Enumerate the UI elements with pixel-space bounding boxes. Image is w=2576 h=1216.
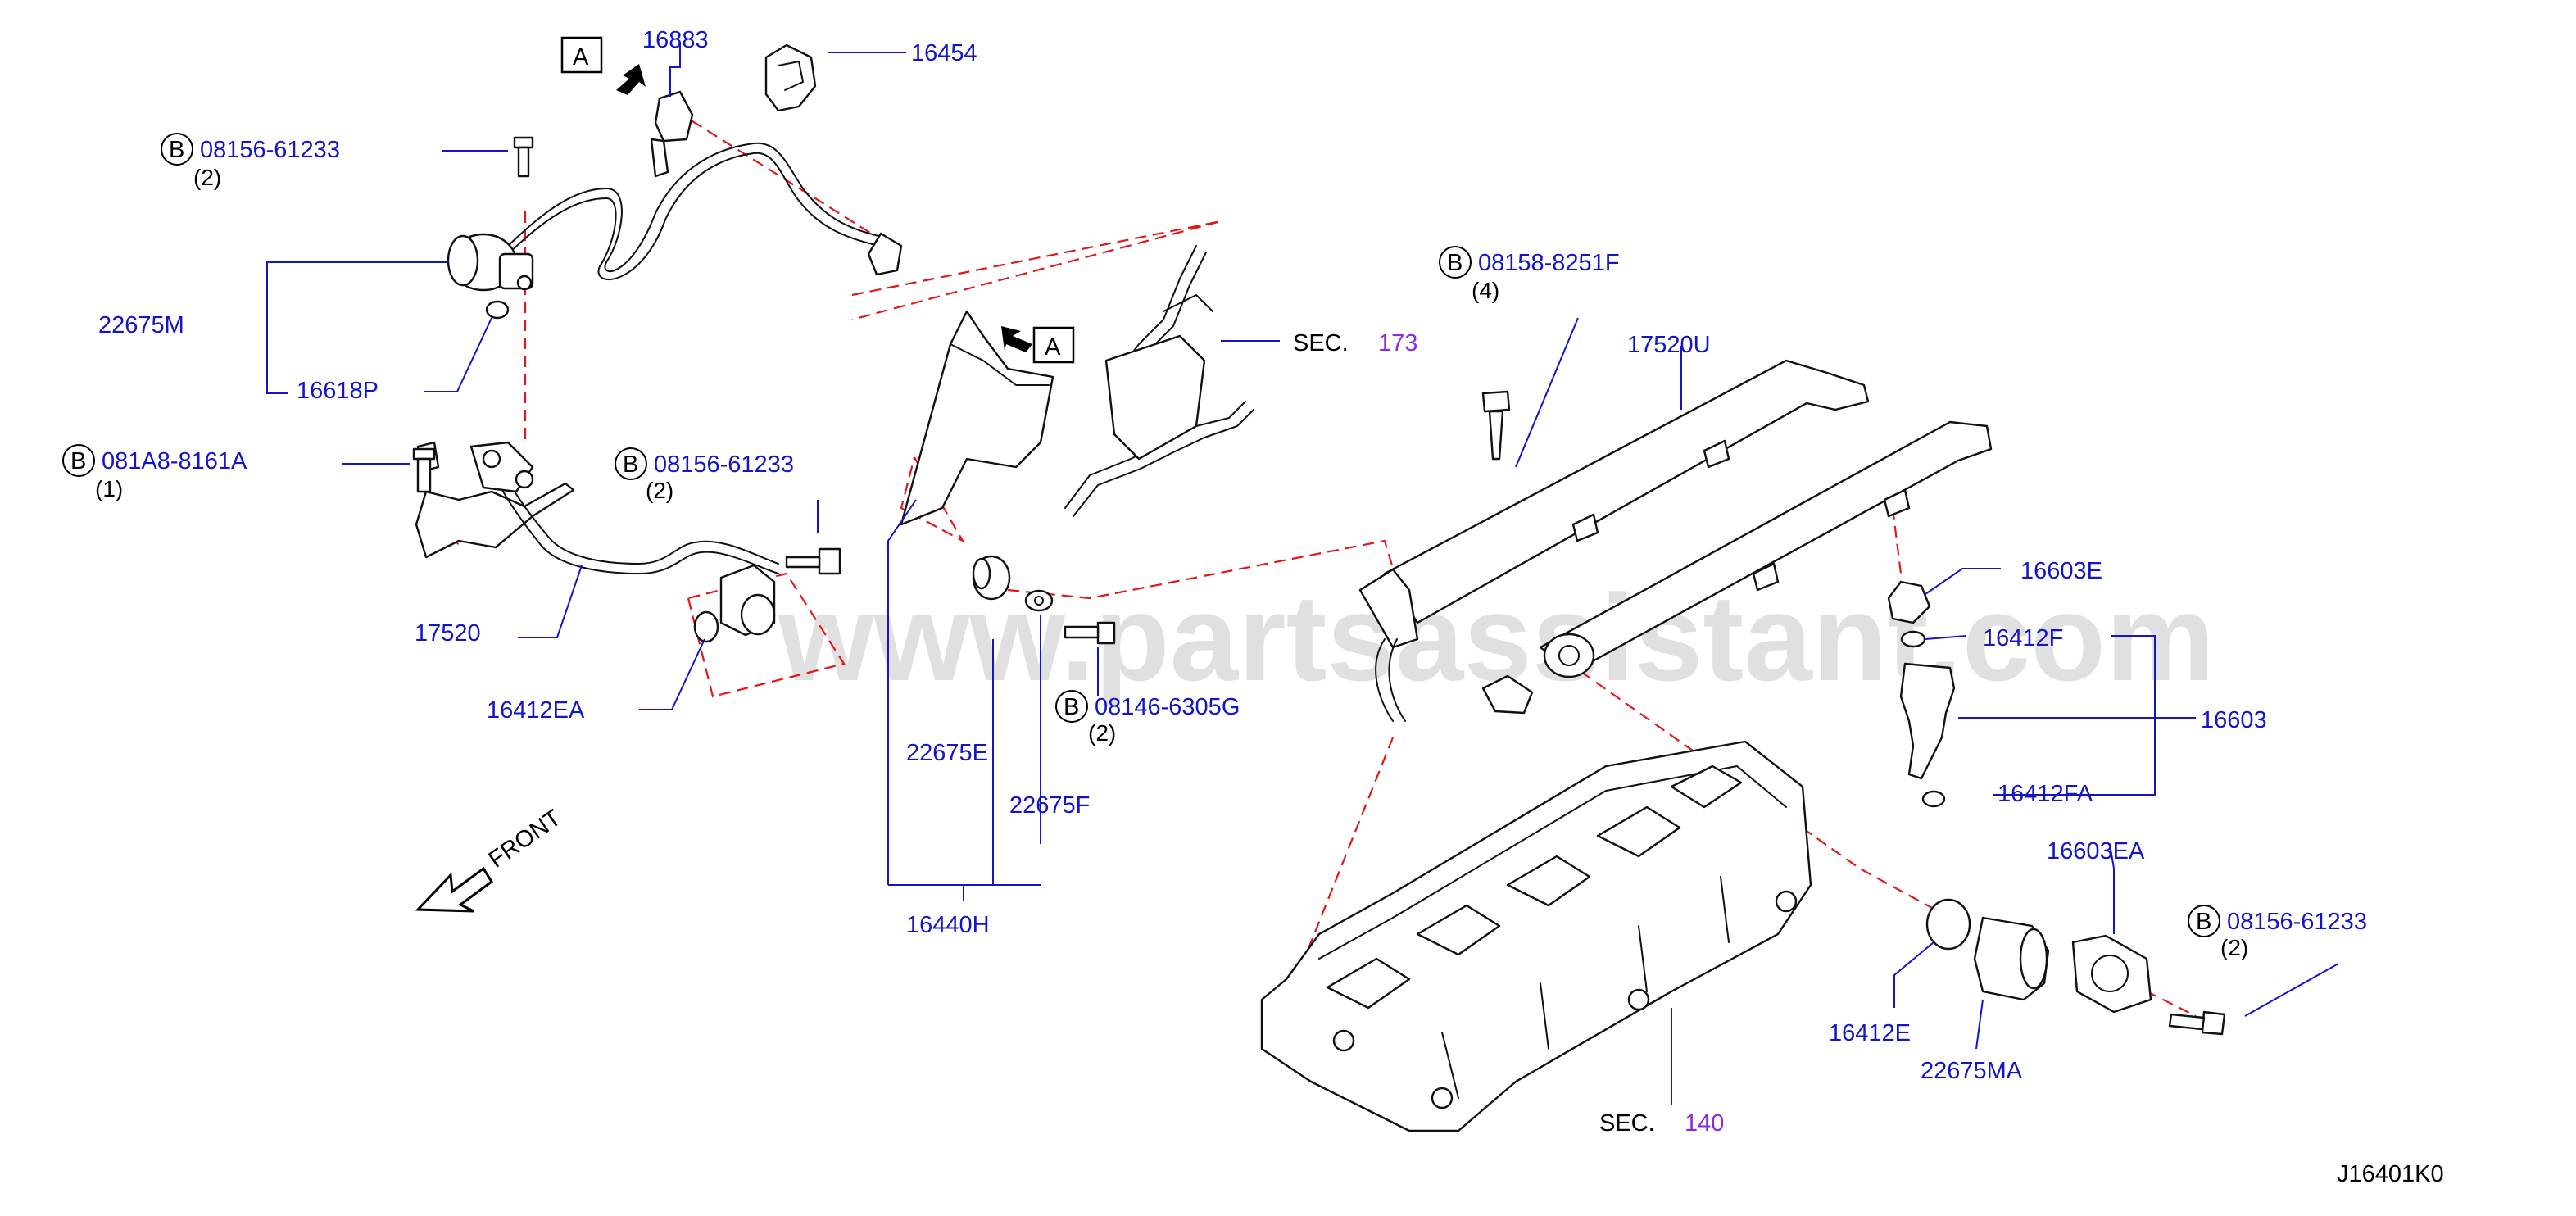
diagram-code: J16401K0 [2337,1161,2444,1187]
callout-16412E: 16412E [1829,1020,1911,1046]
callout-16603: 16603 [2201,707,2267,733]
view-a-marker-lower: A [1001,326,1075,364]
svg-text:(4): (4) [1472,278,1499,303]
callout-17520U: 17520U [1627,332,1711,358]
callout-16412EA: 16412EA [487,697,585,724]
callout-16883: 16883 [642,27,709,53]
svg-text:08158-8251F: 08158-8251F [1478,250,1620,276]
svg-text:(2): (2) [1088,720,1116,746]
injector-drawing [1887,580,1956,808]
section-references: SEC. 173 SEC. 140 [1293,330,1724,1137]
leader-lines [266,43,2339,1105]
damper-group-drawing [1925,898,2152,1014]
svg-text:A: A [1045,334,1061,361]
lower-fuel-tube-drawing [415,441,779,643]
sec-173-prefix: SEC. [1293,330,1349,356]
sec-140-prefix: SEC. [1599,1110,1655,1137]
bolt-b-icon [2188,905,2220,937]
bolt-callout-2: B 081A8-8161A (1) [62,444,247,501]
svg-text:081A8-8161A: 081A8-8161A [102,448,247,474]
front-arrow-icon [415,866,494,913]
callout-22675M: 22675M [98,312,184,338]
svg-text:(2): (2) [193,165,221,190]
bolt-b-icon [62,444,95,477]
svg-text:08156-61233: 08156-61233 [200,137,340,163]
callout-17520: 17520 [415,620,481,647]
svg-text:B: B [169,137,184,163]
bolt-callout-5: B 08158-8251F (4) [1439,246,1620,303]
view-a-arrow-icon [1001,326,1032,352]
callout-16603E: 16603E [2020,558,2102,584]
bolt-b-icon [161,133,193,166]
upper-fuel-tube-drawing [447,142,903,320]
bolt-callout-6: B 08156-61233 (2) [2188,905,2367,960]
bolt-callout-4: B 08146-6305G (2) [1055,690,1240,746]
svg-text:B: B [2196,909,2211,935]
front-direction-indicator: FRONT [415,805,566,913]
callout-16412F: 16412F [1983,625,2063,651]
dashed-reference-lines [427,111,2197,1017]
bolt-callout-1: B 08156-61233 (2) [161,133,340,190]
callout-16440H: 16440H [906,912,990,938]
callout-22675F: 22675F [1009,792,1090,819]
callout-16618P: 16618P [297,378,379,404]
svg-text:B: B [1064,694,1079,720]
svg-text:(2): (2) [2220,935,2248,960]
bolt-b-icon [615,447,647,480]
bolt-callout-3: B 08156-61233 (2) [615,447,794,503]
svg-text:08146-6305G: 08146-6305G [1095,694,1240,720]
clip-drawings [650,43,817,178]
view-a-marker-upper: A [560,36,646,95]
sec-173-tubing-drawing [1064,245,1254,517]
svg-text:B: B [1447,250,1463,276]
svg-text:B: B [623,451,638,478]
callout-16412FA: 16412FA [1998,781,2093,807]
callout-16454: 16454 [911,40,977,66]
sec-140-number: 140 [1685,1110,1724,1137]
bracket-drawing [900,310,1054,612]
fuel-rail-drawing [1358,359,1993,722]
svg-text:(1): (1) [95,476,123,501]
bolt-b-icon [1055,690,1088,723]
intake-manifold-drawing [1260,740,1812,1132]
view-a-arrow-icon [616,64,646,95]
callout-22675E: 22675E [906,740,988,766]
bolt-b-icon [1439,246,1472,279]
bolt-drawings [412,136,2226,1036]
front-label: FRONT [484,805,566,873]
svg-text:A: A [573,44,589,70]
svg-text:08156-61233: 08156-61233 [2227,909,2367,935]
svg-text:08156-61233: 08156-61233 [654,451,794,478]
callout-22675MA: 22675MA [1921,1058,2023,1084]
svg-text:B: B [70,448,86,474]
part-callouts: 16883 16454 22675M 16618P 17520 16412EA … [98,27,2267,1084]
svg-text:(2): (2) [646,478,673,503]
sec-173-number: 173 [1378,330,1417,356]
callout-16603EA: 16603EA [2047,838,2145,864]
